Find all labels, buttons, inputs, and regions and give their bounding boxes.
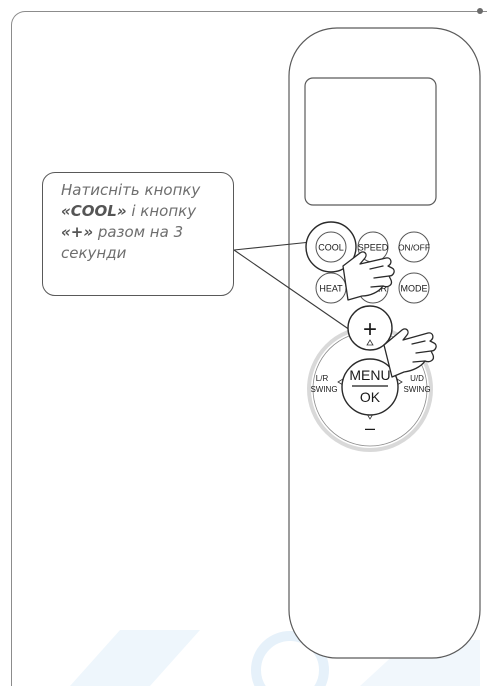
onoff-label: ON/OFF [398, 243, 430, 253]
instruction-line-2: «COOL» і кнопку [61, 201, 223, 222]
hand-pointer-icon [342, 251, 395, 301]
minus-label: – [365, 418, 375, 438]
cool-keyword: «COOL» [61, 202, 127, 220]
instruction-line-3-rest: разом на 3 [93, 223, 184, 241]
menu-ok-button[interactable]: MENU OK [341, 358, 399, 416]
instruction-line-3: «+» разом на 3 [61, 222, 223, 243]
minus-button[interactable]: – [365, 413, 375, 438]
plus-label: + [363, 316, 377, 343]
instruction-line-1: Натисніть кнопку [61, 181, 201, 199]
mode-button[interactable]: MODE [398, 272, 430, 304]
ud-label: U/D [410, 374, 424, 383]
cool-label: COOL [318, 243, 344, 253]
plus-keyword: «+» [61, 223, 94, 241]
heat-label: HEAT [319, 284, 343, 294]
cool-button[interactable]: COOL [305, 221, 357, 273]
pointer-line [233, 249, 351, 331]
lr-label: L/R [316, 374, 329, 383]
plus-button[interactable]: + [347, 305, 393, 351]
ud-swing-label: SWING [403, 385, 430, 394]
instruction-line-4: секунди [61, 244, 127, 262]
instruction-callout: Натисніть кнопку «COOL» і кнопку «+» раз… [42, 172, 234, 296]
speed-label: SPEED [358, 243, 389, 253]
instruction-line-2-rest: і кнопку [126, 202, 197, 220]
corner-dot [477, 8, 483, 14]
menu-label: MENU [349, 367, 390, 383]
lr-swing-label: SWING [310, 385, 337, 394]
remote-display [304, 77, 437, 206]
hand-pointer-icon [383, 328, 437, 378]
mode-label: MODE [401, 284, 428, 294]
ok-label: OK [360, 389, 381, 405]
onoff-button[interactable]: ON/OFF [398, 231, 430, 263]
pointer-line [233, 241, 312, 251]
heat-button[interactable]: HEAT [315, 272, 347, 304]
